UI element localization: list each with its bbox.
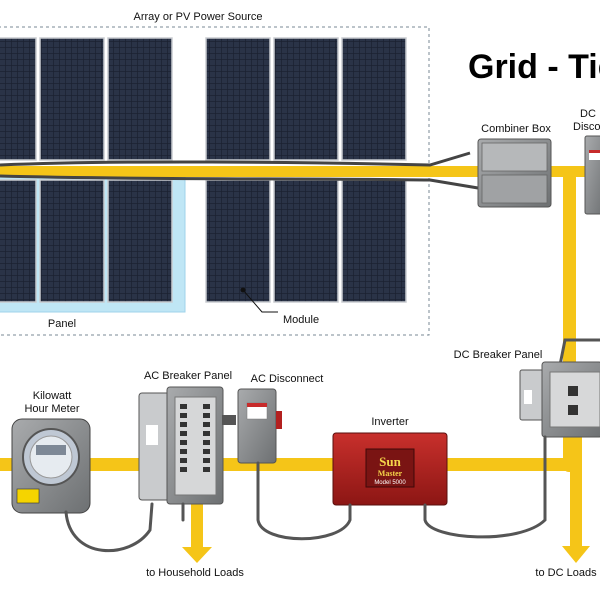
dc-disconnect-label-2: Disco bbox=[573, 121, 600, 133]
interconnect-wires bbox=[64, 435, 547, 553]
panel-label: Panel bbox=[48, 318, 76, 330]
combiner-box bbox=[477, 138, 552, 208]
kwh-meter-label-1: Kilowatt bbox=[33, 390, 72, 402]
solar-module bbox=[205, 179, 271, 303]
meter-to-panel-wire bbox=[64, 502, 154, 553]
ac-breaker-panel-label: AC Breaker Panel bbox=[144, 370, 232, 382]
household-loads-arrow bbox=[182, 547, 212, 563]
solar-module bbox=[205, 37, 271, 161]
solar-module bbox=[0, 179, 37, 303]
solar-module bbox=[0, 37, 37, 161]
dc-breaker-panel bbox=[519, 361, 600, 438]
dc-loads-label: to DC Loads bbox=[535, 567, 597, 579]
household-loads-label: to Household Loads bbox=[146, 567, 244, 579]
ac-disconnect bbox=[222, 388, 282, 464]
dc-disconnect-label-1: DC bbox=[580, 108, 596, 120]
module-label: Module bbox=[283, 314, 319, 326]
solar-module bbox=[107, 37, 173, 161]
dc-breaker-wire bbox=[558, 338, 600, 366]
breaker-switches bbox=[180, 404, 210, 472]
dc-loads-arrow bbox=[562, 546, 590, 563]
diagram-title: Grid - Tie bbox=[468, 48, 600, 86]
solar-module bbox=[341, 37, 407, 161]
inverter-brand-line2: Master bbox=[378, 469, 403, 478]
array-label: Array or PV Power Source bbox=[134, 11, 263, 23]
array-cables bbox=[0, 151, 471, 167]
combiner-box-label: Combiner Box bbox=[481, 123, 551, 135]
disconnect-to-inverter-wire bbox=[256, 461, 352, 541]
array-cables-2 bbox=[0, 174, 479, 190]
solar-module bbox=[273, 37, 339, 161]
solar-module bbox=[39, 179, 105, 303]
inverter-to-dcpanel-wire bbox=[423, 435, 547, 539]
ac-disconnect-label: AC Disconnect bbox=[251, 373, 324, 385]
kwh-meter bbox=[11, 418, 91, 514]
solar-module bbox=[273, 179, 339, 303]
module-row-top bbox=[0, 37, 407, 161]
inverter-label: Inverter bbox=[371, 416, 409, 428]
solar-module bbox=[341, 179, 407, 303]
inverter-model: Model 5000 bbox=[374, 480, 406, 486]
module-leader-line bbox=[242, 289, 278, 313]
dc-breaker-panel-label: DC Breaker Panel bbox=[454, 349, 543, 361]
dc-disconnect bbox=[584, 135, 600, 215]
dc-bus-horizontal bbox=[0, 166, 585, 177]
inverter: Sun Master Model 5000 bbox=[332, 432, 448, 506]
ac-breaker-panel bbox=[138, 386, 224, 505]
module-row-bottom bbox=[0, 179, 407, 303]
inverter-brand-line1: Sun bbox=[379, 454, 401, 469]
solar-module bbox=[107, 179, 173, 303]
solar-module bbox=[39, 37, 105, 161]
kwh-meter-label-2: Hour Meter bbox=[24, 403, 79, 415]
